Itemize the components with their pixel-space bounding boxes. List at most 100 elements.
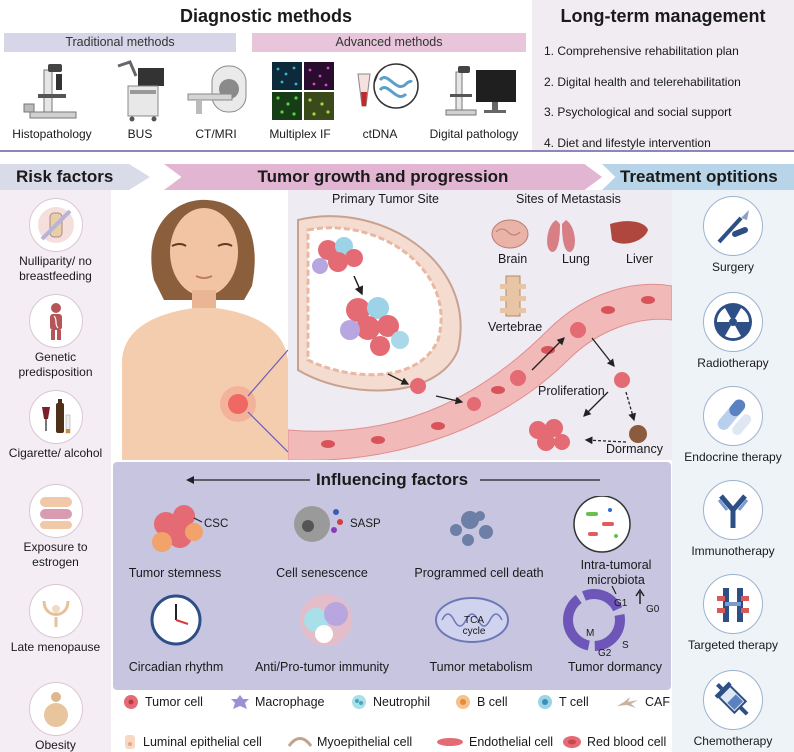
scalpel-icon (703, 196, 763, 256)
estrogen-pills-icon (28, 484, 83, 538)
treatment-label: Endocrine therapy (684, 450, 782, 464)
neutrophil-icon (352, 695, 366, 709)
syringe-icon (703, 670, 763, 730)
mitochondria-icon (435, 597, 509, 643)
divider (0, 150, 794, 152)
treatment-radiotherapy: Radiotherapy (672, 292, 794, 370)
risk-label: Exposure to estrogen (23, 540, 88, 569)
cigarette-alcohol-icon (28, 390, 83, 444)
risk-label: Genetic predisposition (18, 350, 93, 379)
lung-label: Lung (562, 252, 590, 266)
risk-label: Nulliparity/ no breastfeeding (19, 254, 92, 283)
targeted-receptor-icon (703, 574, 763, 634)
fluorescence-image-icon (272, 62, 334, 120)
sasp-label: SASP (350, 518, 381, 530)
legend-b-cell: B cell (454, 694, 508, 710)
g2-label: G2 (598, 648, 612, 659)
treatment-surgery: Surgery (672, 196, 794, 274)
method-label: Digital pathology (429, 127, 519, 141)
long-term-item: 1. Comprehensive rehabilitation plan (544, 44, 739, 58)
baby-bottle-crossed-icon (28, 198, 83, 252)
factor-label: Anti/Pro-tumor immunity (254, 660, 390, 674)
treatment-label: Radiotherapy (697, 356, 769, 370)
traditional-methods-bar: Traditional methods (4, 33, 236, 52)
lung-icon (547, 220, 575, 252)
risk-label: Obesity (35, 738, 76, 752)
ultrasound-machine-icon (117, 60, 164, 122)
diagnostic-methods-panel (0, 0, 532, 150)
circulating-tumor-cell (510, 370, 526, 386)
g1-label: G1 (614, 598, 628, 609)
risk-estrogen: Exposure to estrogen (0, 484, 111, 570)
circadian-clock-icon (150, 594, 202, 646)
method-bus: BUS (90, 60, 190, 148)
method-histopathology: Histopathology (2, 60, 102, 148)
legend-label: Tumor cell (145, 695, 203, 709)
legend-neutrophil: Neutrophil (350, 694, 430, 710)
risk-cigarette-alcohol: Cigarette/ alcohol (0, 390, 111, 461)
m-phase-label: M (586, 628, 595, 639)
tumor-growth-header: Tumor growth and progression (164, 164, 602, 190)
treatment-targeted: Targeted therapy (672, 574, 794, 652)
caf-icon (617, 697, 638, 708)
digital-microscope-icon (445, 66, 516, 116)
factor-label: Tumor metabolism (429, 660, 533, 674)
legend-red-blood-cell: Red blood cell (562, 734, 666, 750)
method-label: Histopathology (12, 127, 92, 141)
treatment-label: Targeted therapy (687, 638, 779, 652)
tca-cycle-label: TCA cycle (462, 615, 486, 637)
macrophage-icon (231, 695, 249, 709)
method-multiplex-if: Multiplex IF (250, 60, 350, 148)
treatment-endocrine: Endocrine therapy (672, 386, 794, 464)
risk-late-menopause: Late menopause (0, 584, 111, 655)
method-label: Multiplex IF (269, 127, 331, 141)
myoepithelial-cell-icon (288, 737, 312, 747)
tumor-cluster-lower (340, 297, 409, 356)
influencing-factors-panel (113, 462, 671, 690)
tumor-immunity-icon (300, 594, 352, 646)
treatment-label: Chemotherapy (693, 734, 773, 748)
luminal-epithelial-cell-icon (125, 735, 135, 749)
liver-icon (610, 221, 648, 244)
method-digital-pathology: Digital pathology (424, 60, 524, 148)
treatment-label: Surgery (711, 260, 755, 274)
treatment-options-header: Treatment optitions (602, 164, 794, 190)
method-ct-mri: CT/MRI (166, 60, 266, 148)
risk-label: Cigarette/ alcohol (8, 446, 103, 460)
influencing-factors-graphics (150, 496, 645, 651)
vertebrae-label: Vertebrae (488, 320, 543, 334)
method-label: BUS (127, 127, 153, 141)
long-term-management-title: Long-term management (560, 6, 766, 26)
long-term-item: 2. Digital health and telerehabilitation (544, 74, 741, 89)
factor-label: Tumor dormancy (567, 660, 662, 674)
advanced-methods-bar: Advanced methods (252, 33, 526, 52)
legend-label: CAF (645, 695, 670, 709)
breast-tumor-spot (228, 394, 248, 414)
brain-icon (491, 219, 529, 249)
cell-senescence-icon (294, 506, 343, 542)
risk-genetic: Genetic predisposition (0, 294, 111, 380)
risk-factors-header: Risk factors (0, 164, 150, 190)
legend-t-cell: T cell (536, 694, 589, 710)
legend-label: Luminal epithelial cell (143, 735, 262, 749)
method-label: ctDNA (362, 127, 398, 141)
microscope-icon (23, 64, 77, 119)
risk-label: Late menopause (10, 640, 101, 654)
treatment-immunotherapy: Immunotherapy (672, 480, 794, 558)
t-cell-icon (538, 695, 552, 709)
primary-tumor-site-label: Primary Tumor Site (332, 192, 439, 206)
vertebrae-icon (500, 275, 526, 317)
risk-factors-column (0, 190, 111, 752)
ct-scanner-icon (187, 65, 247, 114)
obesity-icon (28, 682, 83, 736)
legend-label: Neutrophil (373, 695, 430, 709)
cell-cycle-icon (563, 585, 645, 651)
factor-label: Programmed cell death (414, 566, 544, 580)
dna-tube-icon (357, 63, 419, 109)
legend-label: T cell (559, 695, 589, 709)
csc-label: CSC (204, 518, 229, 530)
liver-label: Liver (626, 252, 654, 266)
legend-label: Macrophage (255, 695, 325, 709)
factor-label: Intra-tumoral microbiota (580, 558, 652, 587)
circulating-tumor-cell (614, 372, 630, 388)
